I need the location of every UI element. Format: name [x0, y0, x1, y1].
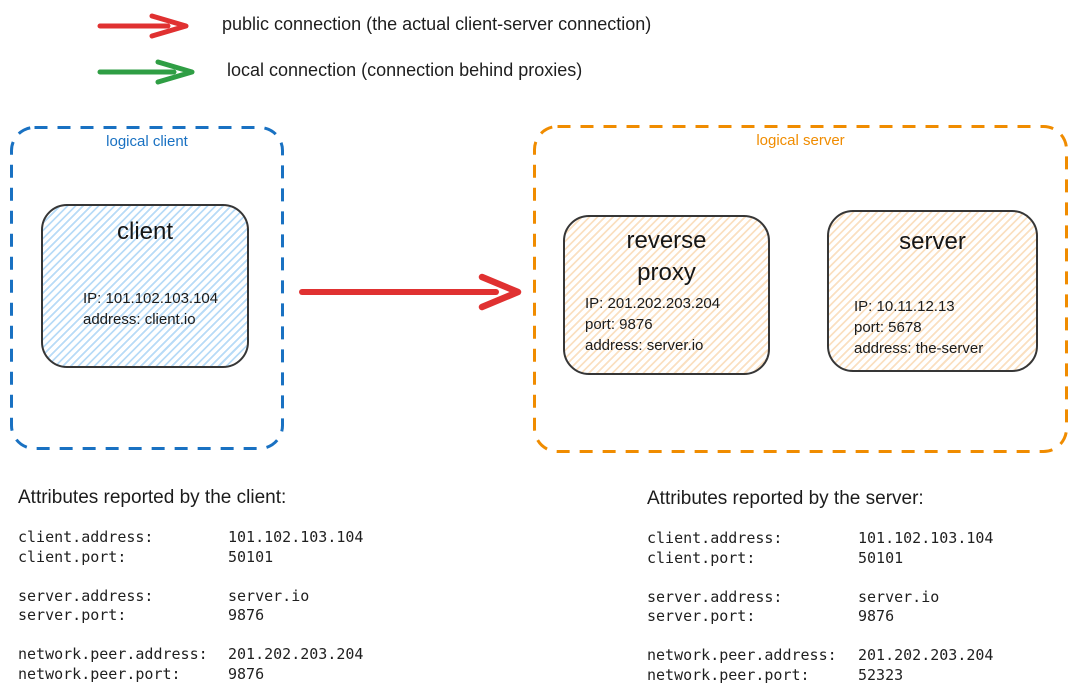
attribute-row: network.peer.address: 201.202.203.204	[647, 646, 993, 666]
client-server-arrow-icon	[296, 272, 528, 312]
attribute-key: client.port:	[18, 547, 127, 566]
client-ip: IP: 101.102.103.104	[83, 290, 219, 307]
public-connection-label: public connection (the actual client-ser…	[222, 14, 652, 34]
attribute-key: client.address:	[18, 528, 154, 546]
logical-client-group: logical client client IP: 101.102.103.10…	[10, 126, 284, 450]
attribute-key: server.port:	[647, 607, 756, 625]
server-report: Attributes reported by the server: clien…	[647, 487, 993, 685]
local-connection-label: local connection (connection behind prox…	[227, 60, 583, 80]
logical-client-label: logical client	[106, 133, 188, 150]
attribute-value: 50101	[228, 547, 274, 566]
attribute-row: server.port: 9876	[647, 607, 993, 627]
client-report-heading: Attributes reported by the client:	[18, 487, 287, 508]
attribute-key: client.address:	[647, 529, 783, 547]
client-address: address: client.io	[83, 311, 196, 328]
attribute-row: network.peer.port: 52323	[647, 666, 993, 686]
server-node-title: server	[899, 228, 966, 255]
reverse-proxy-port: port: 9876	[585, 316, 653, 333]
logical-server-group: logical server reverse proxy IP: 201.202…	[533, 125, 1068, 453]
server-port: port: 5678	[854, 319, 922, 336]
reverse-proxy-node-title: reverse proxy	[626, 227, 707, 286]
attribute-row: client.port: 50101	[647, 549, 993, 569]
attribute-value: 9876	[228, 664, 265, 683]
server-address: address: the-server	[854, 340, 984, 357]
attribute-value: 9876	[858, 607, 895, 625]
attribute-row: network.peer.port: 9876	[18, 665, 363, 685]
attribute-value: server.io	[858, 587, 940, 606]
server-report-rows: client.address: 101.102.103.104 client.p…	[647, 529, 993, 685]
client-node-details: IP: 101.102.103.104 address: client.io	[83, 288, 218, 330]
logical-server-border	[533, 125, 1068, 453]
attribute-row: network.peer.address: 201.202.203.204	[18, 645, 363, 665]
server-report-heading: Attributes reported by the server:	[647, 488, 924, 509]
attribute-value: 101.102.103.104	[228, 528, 364, 546]
logical-client-border	[10, 126, 284, 450]
attribute-row: server.address: server.io	[18, 587, 363, 607]
logical-server-label: logical server	[756, 132, 845, 149]
attribute-value: 201.202.203.204	[858, 646, 994, 664]
client-node: client IP: 101.102.103.104 address: clie…	[41, 204, 249, 368]
attribute-row: client.address: 101.102.103.104	[18, 528, 363, 548]
server-ip: IP: 10.11.12.13	[854, 298, 955, 315]
reverse-proxy-node-details: IP: 201.202.203.204 port: 9876 address: …	[585, 293, 720, 356]
attribute-key: network.peer.port:	[647, 665, 810, 684]
attribute-value: server.io	[228, 586, 310, 605]
attribute-key: network.peer.address:	[18, 645, 208, 663]
reverse-proxy-ip: IP: 201.202.203.204	[585, 295, 721, 312]
public-connection-arrow-icon	[96, 13, 196, 39]
attribute-key: network.peer.port:	[18, 664, 181, 683]
server-node-details: IP: 10.11.12.13 port: 5678 address: the-…	[854, 296, 983, 359]
attribute-key: server.address:	[18, 586, 154, 605]
reverse-proxy-address: address: server.io	[585, 337, 704, 354]
client-report-rows: client.address: 101.102.103.104 client.p…	[18, 528, 363, 684]
attribute-key: client.port:	[647, 548, 756, 567]
attribute-value: 50101	[858, 548, 904, 567]
reverse-proxy-node: reverse proxy IP: 201.202.203.204 port: …	[563, 215, 770, 375]
client-report: Attributes reported by the client: clien…	[18, 486, 363, 684]
server-node: server IP: 10.11.12.13 port: 5678 addres…	[827, 210, 1038, 372]
attribute-row: server.port: 9876	[18, 606, 363, 626]
local-connection-arrow-icon	[96, 59, 200, 85]
attribute-value: 201.202.203.204	[228, 645, 364, 663]
attribute-row: server.address: server.io	[647, 588, 993, 608]
attribute-row: client.address: 101.102.103.104	[647, 529, 993, 549]
attribute-key: network.peer.address:	[647, 646, 837, 664]
attribute-value: 52323	[858, 665, 904, 684]
attribute-value: 9876	[228, 606, 265, 624]
attribute-key: server.address:	[647, 587, 783, 606]
client-node-title: client	[116, 218, 174, 245]
attribute-value: 101.102.103.104	[858, 529, 994, 547]
attribute-key: server.port:	[18, 606, 127, 624]
attribute-row: client.port: 50101	[18, 548, 363, 568]
